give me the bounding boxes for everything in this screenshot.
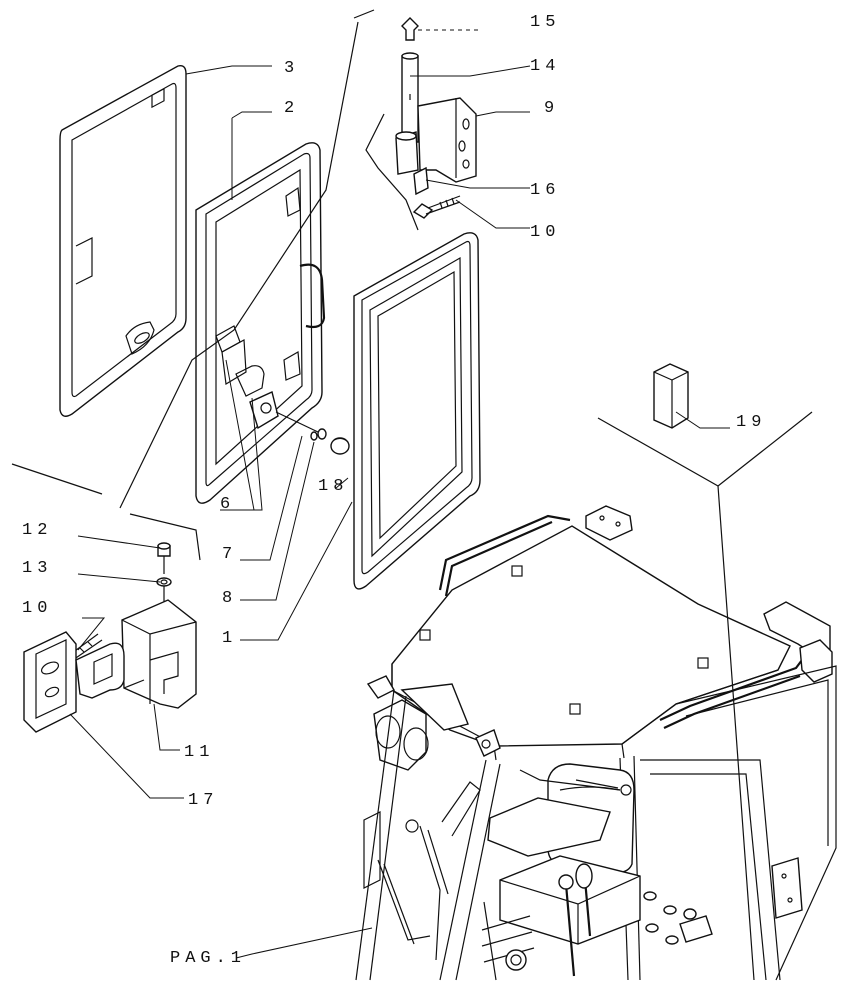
part-3-glass-panel: [59, 64, 187, 417]
part-18-knob: [330, 437, 350, 455]
callout-6: 6: [220, 495, 235, 514]
part-13-washer: [156, 577, 172, 610]
part-15-grease-nipple: [401, 17, 478, 41]
part-1-seal: [353, 232, 481, 590]
callout-10-latch: 10: [22, 599, 52, 618]
part-14-hinge-pin: [401, 52, 419, 143]
callout-2: 2: [284, 99, 299, 118]
callout-13: 13: [22, 559, 52, 578]
callout-18: 18: [318, 477, 348, 496]
callout-8: 8: [222, 589, 237, 608]
callout-12: 12: [22, 521, 52, 540]
part-11-latch-cover: [121, 599, 197, 709]
callout-3: 3: [284, 59, 299, 78]
callout-11: 11: [184, 743, 214, 762]
callout-7: 7: [222, 545, 237, 564]
callout-14: 14: [530, 57, 560, 76]
callout-pag1: PAG.1: [170, 949, 246, 968]
callout-labels: 15 14 3 2 9 16 10 19 18 6 12 7 13 8 10 1…: [22, 13, 766, 968]
section-lines: [11, 9, 813, 981]
callout-19: 19: [736, 413, 766, 432]
part-17-latch-striker: [23, 631, 125, 733]
part-7-8-nut-washer: [275, 411, 327, 441]
callout-1: 1: [222, 629, 237, 648]
part-9-hinge-bracket: [395, 97, 477, 183]
part-19-block: [653, 363, 689, 429]
callout-15: 15: [530, 13, 560, 32]
part-16-hinge-bushing: [413, 166, 429, 196]
part-12-screw: [157, 542, 171, 574]
callout-10-top: 10: [530, 223, 560, 242]
callout-9: 9: [544, 99, 559, 118]
leader-lines: [69, 65, 730, 959]
callout-17: 17: [188, 791, 218, 810]
cab-illustration: [355, 505, 837, 981]
part-2-window-frame: [195, 142, 326, 504]
part-10-bolt-top: [412, 195, 461, 219]
callout-16: 16: [530, 181, 560, 200]
